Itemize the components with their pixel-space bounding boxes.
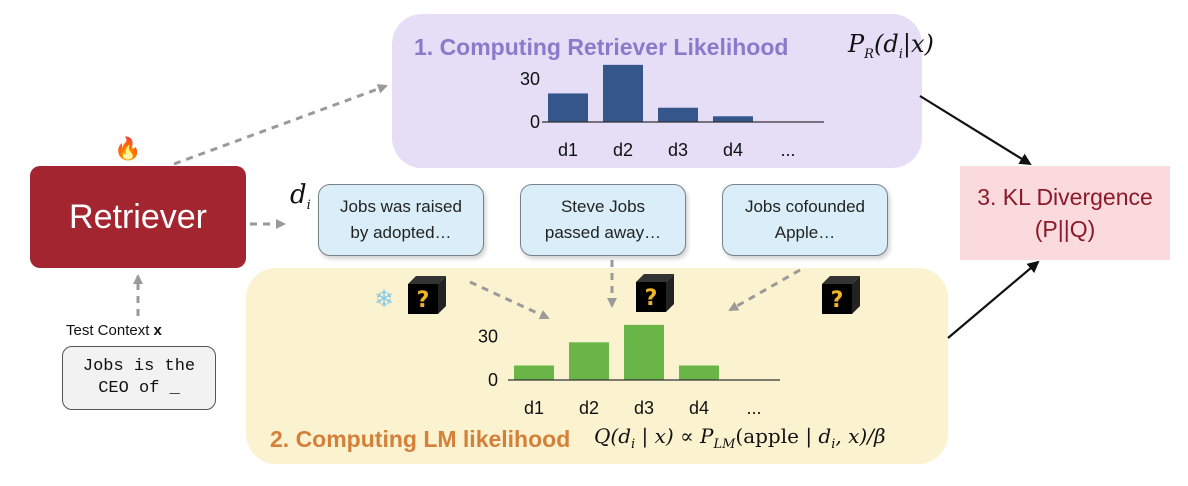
lm-likelihood-to-kl-arrow [947,260,1040,339]
documents-label: di [290,180,311,214]
y-tick-label: 30 [478,327,498,347]
document-card: Jobs cofounded Apple… [722,184,888,256]
bar [603,64,643,122]
bar [548,93,588,122]
bar [679,365,719,380]
retriever-likelihood-chart: d1 d2 d3 d4... 0 30 [520,64,824,160]
retriever-label: Retriever [69,197,207,236]
retriever-to-likelihood-arrow [173,84,388,166]
snowflake-icon: ❄ [374,286,395,313]
svg-text:?: ? [417,288,430,313]
document-line: Steve Jobs [560,197,646,216]
x-tick-label: ... [746,398,761,418]
bar [569,342,609,380]
x-tick-label: d2 [613,140,633,160]
test-context-box: Jobs is the CEO of _ [62,346,216,410]
svg-text:?: ? [831,288,844,313]
lm-likelihood-title: 2. Computing LM likelihood [270,426,571,452]
bar [713,116,753,122]
document-card: Steve Jobs passed away… [520,184,686,256]
retriever-box: Retriever [30,166,246,268]
bar [514,365,554,380]
document-line: Jobs cofounded [744,197,866,216]
x-tick-label: d1 [524,398,544,418]
document-line: passed away… [544,223,662,242]
black-box-question-icon: ? [636,274,674,312]
retriever-likelihood-panel [392,14,922,168]
retriever-likelihood-formula: PR(di|x) [848,30,934,62]
kl-title: 3. KL Divergence [977,184,1153,210]
test-context-label: Test Context x [66,322,162,339]
document-line: Jobs was raised [340,197,462,216]
y-tick-label: 30 [520,69,540,89]
doc1-to-lm-arrow [469,280,550,320]
x-tick-label: d4 [723,140,743,160]
y-tick-label: 0 [488,370,498,390]
svg-text:?: ? [645,286,658,311]
retriever-likelihood-title: 1. Computing Retriever Likelihood [414,34,789,60]
bar [624,324,664,380]
document-card: Jobs was raised by adopted… [318,184,484,256]
x-tick-label: d4 [689,398,709,418]
kl-formula: (P||Q) [1034,216,1096,242]
x-tick-label: d3 [668,140,688,160]
retriever-likelihood-to-kl-arrow [919,95,1032,166]
kl-divergence-box: 3. KL Divergence (P||Q) [960,166,1170,260]
document-line: Apple… [774,223,836,242]
black-box-question-icon: ? [822,276,860,314]
x-tick-label: d1 [558,140,578,160]
document-line: by adopted… [350,223,452,242]
fire-icon: 🔥 [114,136,142,161]
context-line: CEO of _ [98,379,180,398]
context-line: Jobs is the [82,357,196,376]
doc3-to-lm-arrow [728,268,801,312]
bar [658,107,698,122]
x-tick-label: d2 [579,398,599,418]
lm-likelihood-chart: d1 d2 d3 d4... 0 30 [478,324,780,418]
black-box-question-icon: ? [408,276,446,314]
x-tick-label: d3 [634,398,654,418]
x-tick-label: ... [780,140,795,160]
lm-likelihood-formula: Q(di | x) ∝ PLM(apple | di, x)/β [594,424,886,452]
y-tick-label: 0 [530,112,540,132]
